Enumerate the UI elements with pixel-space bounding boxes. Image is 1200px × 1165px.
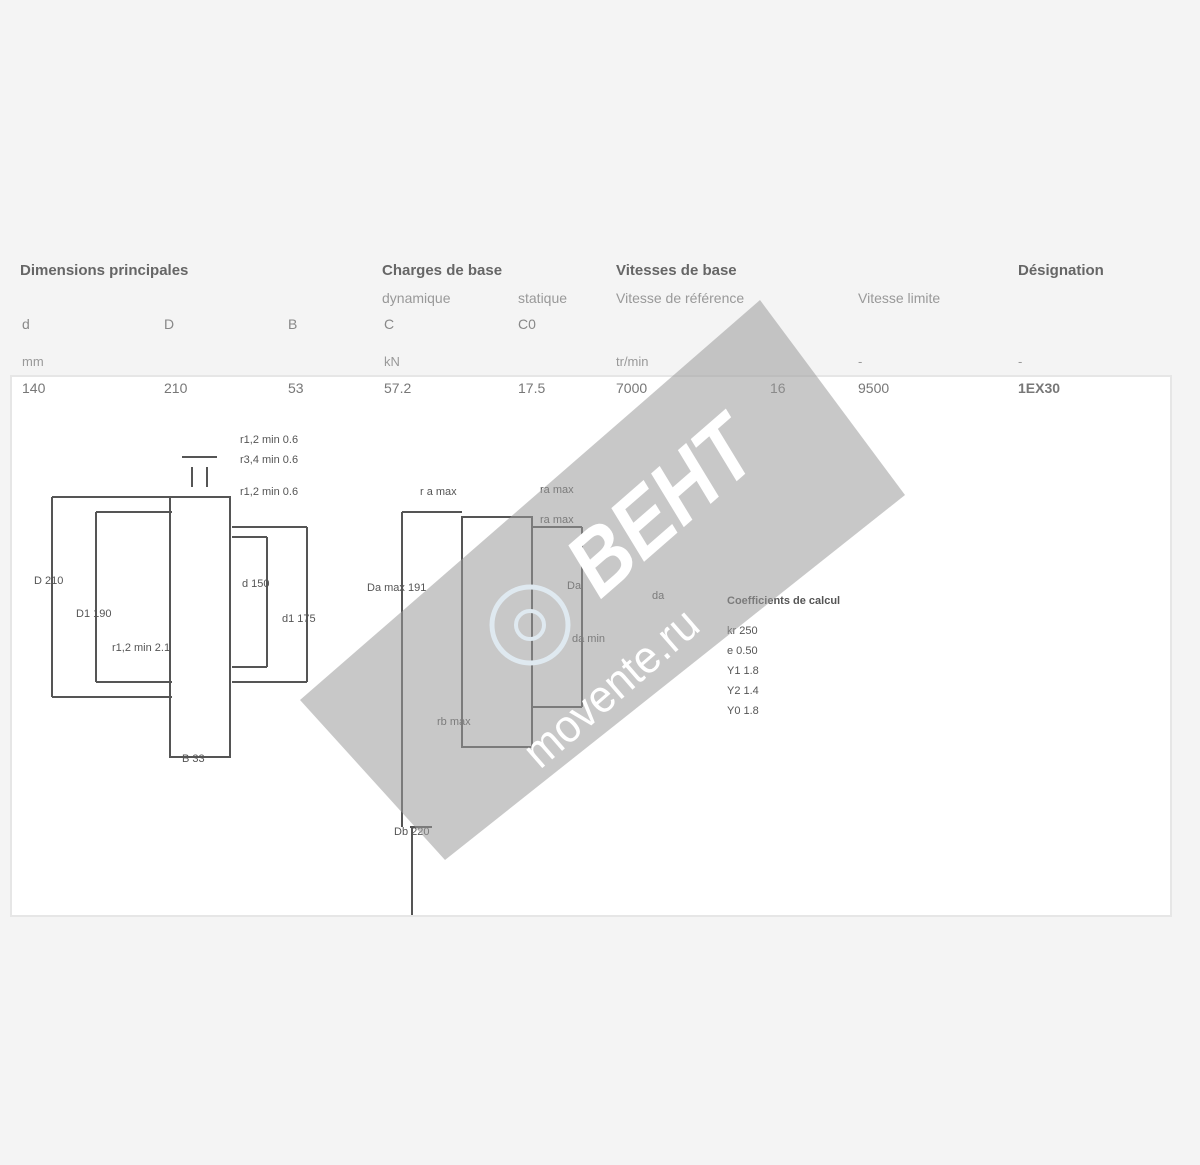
symbol-D: D (164, 316, 175, 332)
header-main-dimensions: Dimensions principales (20, 262, 189, 279)
label: r3,4 min 0.6 (240, 454, 298, 466)
label: da (652, 590, 665, 602)
unit-rpm: tr/min (616, 354, 649, 369)
cell-C: 57.2 (384, 380, 412, 396)
subheader-static: statique (518, 290, 568, 306)
cell-reference-speed: 7000 (616, 380, 648, 396)
bearing-section-right (461, 516, 533, 748)
unit-dash: - (858, 354, 863, 369)
symbol-C: C (384, 316, 395, 332)
label: r1,2 min 0.6 (240, 486, 298, 498)
label: r1,2 min 0.6 (240, 434, 298, 446)
label: Db 220 (394, 826, 429, 838)
symbol-C0: C0 (518, 316, 536, 332)
subheader-reference-speed: Vitesse de référence (616, 290, 745, 306)
subheader-limiting-speed: Vitesse limite (858, 290, 941, 306)
label: r a max (420, 486, 457, 498)
cell-D: 210 (164, 380, 188, 396)
label: d1 175 (282, 613, 316, 625)
label: B 33 (182, 753, 205, 765)
label: ra max (540, 484, 574, 496)
label: da min (572, 633, 605, 645)
label: d 150 (242, 578, 270, 590)
label: D 210 (34, 575, 63, 587)
unit-dash: - (1018, 354, 1023, 369)
cell-C0: 17.5 (518, 380, 546, 396)
calc-value: Y1 1.8 (727, 665, 759, 677)
label: D1 190 (76, 608, 111, 620)
calc-value: Y2 1.4 (727, 685, 759, 697)
header-load-ratings: Charges de base (382, 262, 503, 279)
subheader-dynamic: dynamique (382, 290, 451, 306)
calc-title: Coefficients de calcul (727, 595, 840, 607)
details-panel: r1,2 min 0.6 r3,4 min 0.6 r1,2 min 0.6 D… (10, 375, 1172, 917)
cell-d: 140 (22, 380, 46, 396)
dimension-lines-left (51, 496, 308, 698)
label: Da max 191 (367, 582, 426, 594)
cell-extra: 16 (770, 380, 786, 396)
unit-kn: kN (384, 354, 400, 369)
calc-value: Y0 1.8 (727, 705, 759, 717)
unit-mm: mm (22, 354, 44, 369)
cell-limiting-speed: 9500 (858, 380, 890, 396)
calc-value: kr 250 (727, 625, 758, 637)
symbol-d: d (22, 316, 30, 332)
calc-value: e 0.50 (727, 645, 758, 657)
cell-B: 53 (288, 380, 304, 396)
bearing-section-left (169, 496, 231, 758)
label: Da (567, 580, 582, 592)
cell-designation: 1EX30 (1018, 380, 1061, 396)
label: ra max (540, 514, 574, 526)
header-speed-ratings: Vitesses de base (616, 262, 737, 279)
header-designation: Désignation (1018, 262, 1104, 279)
symbol-B: B (288, 316, 298, 332)
dimension-lines-right (182, 456, 583, 915)
label: rb max (437, 716, 471, 728)
bearing-drawing: r1,2 min 0.6 r3,4 min 0.6 r1,2 min 0.6 D… (34, 434, 840, 915)
label: r1,2 min 2.1 (112, 642, 170, 654)
